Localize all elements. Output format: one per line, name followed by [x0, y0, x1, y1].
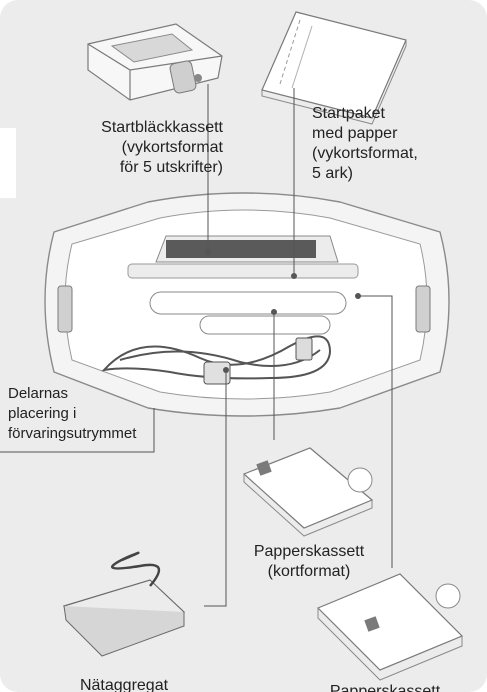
paper-cassette-card-label-line: Papperskassett [224, 542, 394, 562]
dot-paper-cassette-other [355, 293, 361, 299]
paper-pack-label-line: med papper [312, 124, 418, 144]
paper-cassette-other-label: Papperskassett [300, 682, 470, 692]
dot-paper-pack [291, 273, 297, 279]
storage-compartment-illustration [45, 193, 449, 416]
paper-pack-label-line: Startpaket [312, 104, 418, 124]
paper-cassette-card-label: Papperskassett (kortformat) [224, 542, 394, 582]
storage-placement-label-line: förvaringsutrymmet [8, 424, 136, 444]
ink-cassette-label-line: Startbläckkassett [101, 118, 223, 138]
dot-ink-cassette [205, 249, 211, 255]
storage-placement-label: Delarnas placering i förvaringsutrymmet [8, 384, 136, 444]
power-adapter-label: Nätaggregat [44, 676, 204, 692]
ink-cassette-label-line: för 5 utskrifter) [101, 158, 223, 178]
storage-placement-label-line: Delarnas [8, 384, 136, 404]
paper-cassette-card-label-line: (kortformat) [224, 562, 394, 582]
background-notch [0, 128, 16, 198]
paper-pack-label: Startpaket med papper (vykortsformat, 5 … [312, 104, 418, 184]
dot-power-adapter [223, 367, 229, 373]
paper-cassette-other-label-line: Papperskassett [300, 682, 470, 692]
paper-pack-label-line: 5 ark) [312, 164, 418, 184]
paper-pack-label-line: (vykortsformat, [312, 144, 418, 164]
power-adapter-label-line: Nätaggregat [44, 676, 204, 692]
ink-cassette-label-line: (vykortsformat [101, 138, 223, 158]
dot-paper-cassette-card [271, 309, 277, 315]
storage-placement-label-line: placering i [8, 404, 136, 424]
ink-cassette-label: Startbläckkassett (vykortsformat för 5 u… [101, 118, 223, 178]
